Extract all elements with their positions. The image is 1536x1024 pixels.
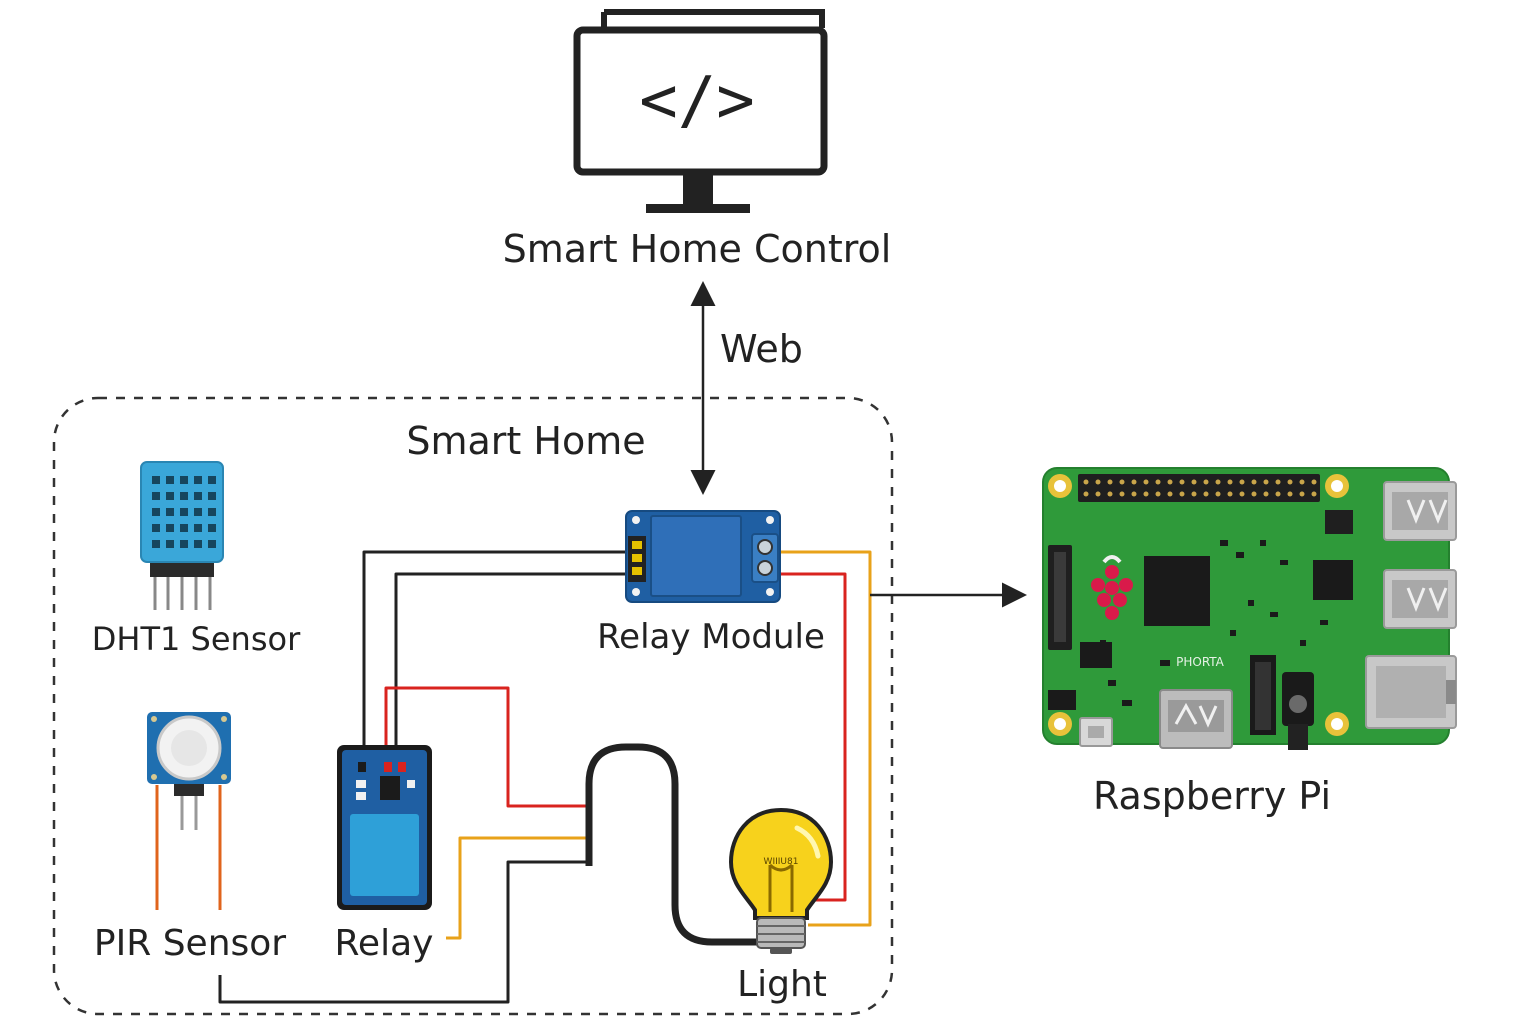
relay-module-label: Relay Module [597,617,825,657]
light-label: Light [737,964,827,1005]
dht-label: DHT1 Sensor [92,620,301,658]
relay-board-icon [337,745,432,910]
relay-label: Relay [335,923,434,964]
smart-home-boundary [52,396,894,1016]
wiring [218,550,872,1004]
monitor-code-icon: </> [573,9,828,213]
code-glyph: </> [639,64,755,138]
raspberry-pi-label: Raspberry Pi [1093,774,1331,818]
pir-label: PIR Sensor [94,923,286,964]
pir-sensor-icon [147,712,231,910]
control-label: Smart Home Control [503,227,892,271]
smart-home-title: Smart Home [406,419,645,463]
light-bulb-icon: WIIIU81 [728,807,834,954]
bulb-text: WIIIU81 [764,857,799,867]
web-label: Web [720,327,803,371]
relay-module-icon [625,510,781,603]
raspberry-pi-board-icon: PHORTA [1042,467,1457,750]
dht-sensor-icon [140,461,224,610]
board-text: PHORTA [1176,655,1225,669]
